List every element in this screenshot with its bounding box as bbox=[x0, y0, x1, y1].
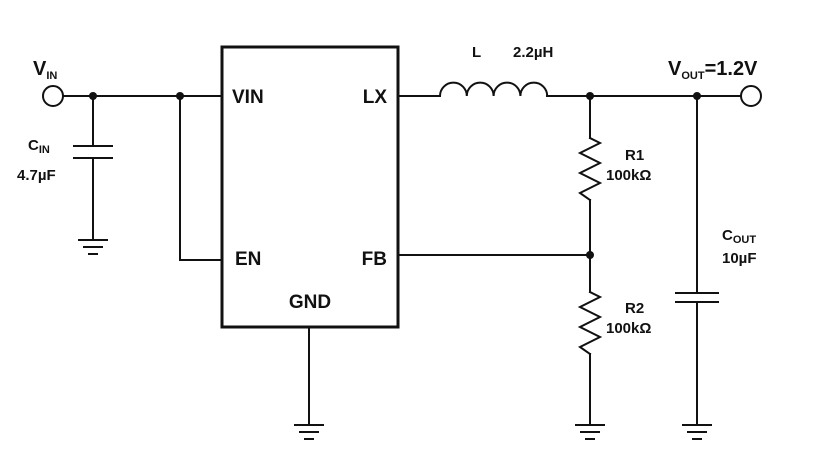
cout-capacitor bbox=[675, 292, 719, 303]
junction-dot bbox=[176, 92, 184, 100]
vout-label: VOUT=1.2V bbox=[668, 58, 758, 82]
r2-ref: R2 bbox=[625, 300, 644, 317]
vin-terminal bbox=[42, 85, 64, 107]
wires bbox=[62, 95, 742, 426]
r2-resistor bbox=[577, 290, 603, 356]
pin-label-vin: VIN bbox=[232, 87, 264, 108]
pin-label-gnd: GND bbox=[289, 292, 331, 313]
pin-label-en: EN bbox=[235, 249, 261, 270]
junction-dot bbox=[586, 251, 594, 259]
pin-label-lx: LX bbox=[363, 87, 388, 108]
ground-symbol-cout bbox=[682, 424, 712, 440]
r1-value: 100kΩ bbox=[606, 167, 651, 184]
ic-body bbox=[220, 45, 400, 329]
junction-dot bbox=[693, 92, 701, 100]
r2-value: 100kΩ bbox=[606, 320, 651, 337]
r1-resistor bbox=[577, 136, 603, 202]
junction-dot bbox=[586, 92, 594, 100]
vin-label: VIN bbox=[33, 58, 57, 82]
pin-label-fb: FB bbox=[362, 249, 387, 270]
junction-dot bbox=[89, 92, 97, 100]
ground-symbol-cin bbox=[78, 239, 108, 255]
inductor-ref: L bbox=[472, 44, 481, 61]
cout-label: COUT bbox=[722, 227, 756, 246]
cin-value: 4.7µF bbox=[17, 167, 56, 184]
cin-label: CIN bbox=[28, 137, 50, 156]
inductor-coil bbox=[438, 81, 549, 98]
inductor-value: 2.2µH bbox=[513, 44, 553, 61]
cin-capacitor bbox=[73, 145, 113, 159]
ground-symbol-r2 bbox=[575, 424, 605, 440]
vout-terminal bbox=[740, 85, 762, 107]
r1-ref: R1 bbox=[625, 147, 644, 164]
ground-symbol-ic bbox=[294, 424, 324, 440]
cout-value: 10µF bbox=[722, 250, 757, 267]
